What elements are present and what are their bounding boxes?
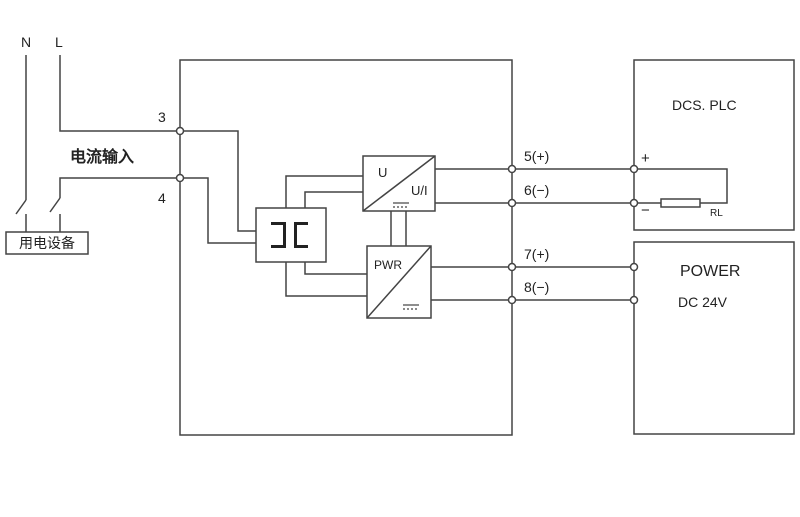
dcs-plus-point xyxy=(629,164,639,174)
terminal-4-point xyxy=(175,173,185,183)
neutral-switch xyxy=(15,199,27,215)
terminal-3-point xyxy=(175,126,185,136)
converter-ui-label: U/I xyxy=(411,183,428,198)
terminal-6-point xyxy=(507,198,517,208)
isolator-block xyxy=(255,207,327,263)
input-label: 电流输入 xyxy=(70,147,134,166)
pwr-label: PWR xyxy=(374,258,402,272)
input-wire-4 xyxy=(180,177,256,244)
dcs-title: DCS. PLC xyxy=(672,97,737,113)
dcs-plc-box xyxy=(633,59,795,231)
iso-to-converter-1 xyxy=(285,175,363,208)
return-wire xyxy=(59,177,180,198)
terminal-5-point xyxy=(507,164,517,174)
transformer-icon xyxy=(271,222,308,248)
pwr-to-isolator xyxy=(304,262,367,275)
terminal-8-label: 8(−) xyxy=(524,279,549,295)
device-label: 用电设备 xyxy=(19,235,75,252)
dcs-minus-point xyxy=(629,198,639,208)
neutral-label: N xyxy=(21,34,31,50)
converter-dc-symbol xyxy=(393,202,409,208)
terminal-7-point xyxy=(507,262,517,272)
terminal-6-label: 6(−) xyxy=(524,182,549,198)
transmitter-module-box xyxy=(179,59,513,436)
converter-diagonal xyxy=(362,155,436,212)
power-title: POWER xyxy=(680,263,740,280)
power-supply-box xyxy=(633,241,795,435)
pwr-dc-symbol xyxy=(403,304,419,310)
dcs-minus: − xyxy=(641,202,650,219)
load-resistor xyxy=(660,198,701,208)
power-minus-point xyxy=(629,295,639,305)
terminal-8-point xyxy=(507,295,517,305)
load-loop xyxy=(634,168,728,204)
terminal-3-label: 3 xyxy=(158,109,166,125)
live-wire xyxy=(59,55,180,132)
power-plus-point xyxy=(629,262,639,272)
live-switch xyxy=(49,197,61,213)
terminal-5-label: 5(+) xyxy=(524,148,549,164)
load-label: RL xyxy=(710,208,723,219)
input-wire-3 xyxy=(180,130,256,232)
pwr-diagonal xyxy=(366,245,432,319)
terminal-4-label: 4 xyxy=(158,190,166,206)
power-subtitle: DC 24V xyxy=(678,294,728,310)
converter-u-label: U xyxy=(378,165,387,180)
live-label: L xyxy=(55,34,63,50)
iso-to-converter-2 xyxy=(304,191,363,208)
device-box xyxy=(5,231,89,255)
terminal-7-label: 7(+) xyxy=(524,246,549,262)
dcs-plus: + xyxy=(641,150,650,167)
pwr-return xyxy=(285,262,367,297)
